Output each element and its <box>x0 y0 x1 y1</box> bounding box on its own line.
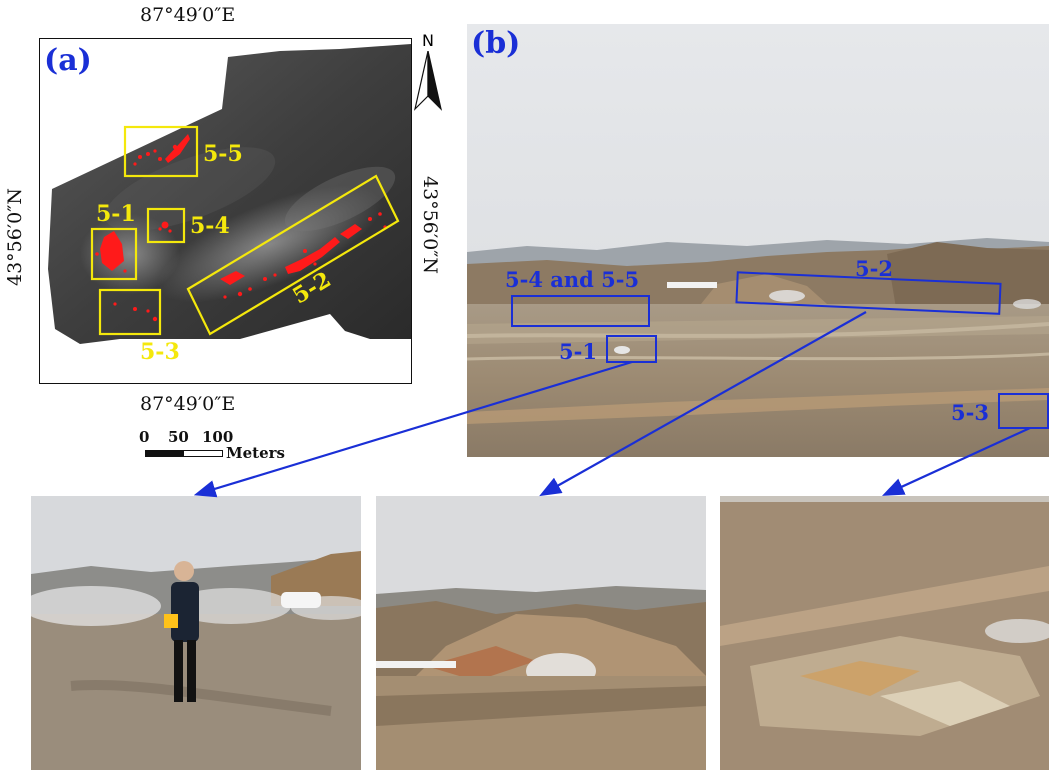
zone-box-5-3 <box>98 288 162 336</box>
overview-photo: (b) 5-4 and 5-5 5-2 5-1 5-3 <box>467 24 1049 457</box>
coord-top-label: 87°49′0″E <box>140 4 236 26</box>
scale-bar <box>145 450 223 457</box>
north-arrow-icon: N <box>413 31 443 111</box>
scale-label-50: 50 <box>168 428 189 446</box>
coord-right-label: 43°56′0″N <box>419 176 441 274</box>
scale-label-0: 0 <box>139 428 150 446</box>
panel-label-a: (a) <box>44 43 92 78</box>
photo-zone-label-5-4-5-5: 5-4 and 5-5 <box>505 267 640 292</box>
zone-box-5-5 <box>123 125 199 178</box>
zone-box-5-2 <box>186 174 400 336</box>
coord-left-label: 43°56′0″N <box>4 188 26 286</box>
zone-box-5-4 <box>146 207 186 244</box>
map-zone-label-5-3: 5-3 <box>140 339 180 365</box>
satellite-map <box>48 44 411 344</box>
panel-label-b: (b) <box>471 26 521 61</box>
north-letter: N <box>422 31 434 50</box>
photo-zone-label-5-3: 5-3 <box>951 400 989 425</box>
person-figure <box>164 561 199 702</box>
zone-box-5-1 <box>90 227 138 281</box>
coord-bottom-label: 87°49′0″E <box>140 393 236 415</box>
map-zone-label-5-5: 5-5 <box>203 141 243 167</box>
photo-zone-5-3 <box>720 496 1049 770</box>
photo-zone-5-2 <box>376 496 706 770</box>
thermal-anomalies <box>95 134 387 322</box>
map-frame: 5-5 5-1 5-4 5-2 5-3 (a) <box>39 38 412 384</box>
scale-unit-label: Meters <box>226 444 285 462</box>
map-zone-label-5-4: 5-4 <box>190 213 230 239</box>
map-zone-label-5-1: 5-1 <box>96 201 136 227</box>
photo-zone-label-5-1: 5-1 <box>559 339 597 364</box>
photo-zone-box-5-2 <box>735 271 1002 315</box>
zone-boxes <box>90 125 400 336</box>
photo-zone-label-5-2: 5-2 <box>855 256 893 281</box>
photo-zone-5-1 <box>31 496 361 770</box>
